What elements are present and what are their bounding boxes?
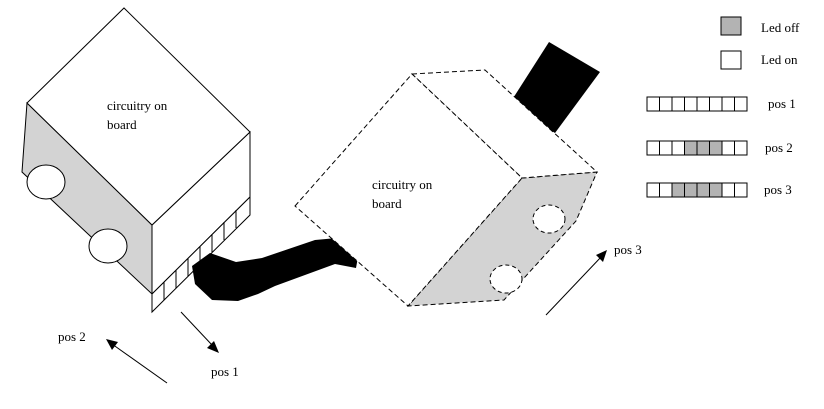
led-row-label: pos 1 (768, 96, 796, 111)
track-line-upper (510, 42, 600, 133)
led-cell-on (734, 182, 748, 198)
legend-led-on-swatch (720, 50, 742, 70)
led-cell-off (684, 140, 698, 156)
arrow-pos3-label: pos 3 (614, 242, 642, 257)
wheel-icon (26, 164, 66, 200)
led-cell-on (659, 182, 673, 198)
led-cell-off (696, 140, 710, 156)
wheel-icon (88, 228, 128, 264)
arrow-pos2: pos 2 (58, 329, 168, 384)
led-cell-off (671, 182, 685, 198)
wheel-icon (489, 264, 523, 294)
led-cell-on (734, 96, 748, 112)
robot-right-label-line1: circuitry on (372, 177, 433, 192)
arrow-pos1: pos 1 (180, 311, 239, 379)
robot-left-label-line2: board (107, 117, 137, 132)
led-cell-on (671, 96, 685, 112)
robot-left-led-dividers (163, 210, 237, 300)
led-cell-on (659, 96, 673, 112)
led-row-1: pos 1 (646, 96, 796, 112)
arrow-pos2-label: pos 2 (58, 329, 86, 344)
led-cell-off (684, 182, 698, 198)
led-cell-on (646, 182, 660, 198)
robot-right-back-face (410, 69, 599, 179)
robot-right-top-face (294, 73, 523, 307)
legend-led-off-label: Led off (761, 20, 800, 35)
led-cell-on (721, 182, 735, 198)
led-row-label: pos 2 (765, 140, 793, 155)
arrow-pos3: pos 3 (545, 242, 642, 316)
led-cell-on (709, 96, 723, 112)
robot-left-label-line1: circuitry on (107, 98, 168, 113)
led-cell-on (734, 140, 748, 156)
led-cell-on (646, 140, 660, 156)
led-cell-on (659, 140, 673, 156)
legend: Led off Led on (720, 16, 800, 70)
robot-right: circuitry on board (294, 69, 599, 307)
led-cell-off (709, 182, 723, 198)
led-cell-off (709, 140, 723, 156)
arrow-head-icon (106, 339, 118, 350)
led-row-label: pos 3 (764, 182, 792, 197)
led-cell-on (671, 140, 685, 156)
led-cell-on (646, 96, 660, 112)
led-cell-on (721, 96, 735, 112)
robot-left-top-face (26, 7, 251, 226)
robot-left: circuitry on board (21, 7, 251, 314)
led-cell-on (684, 96, 698, 112)
led-cell-on (696, 96, 710, 112)
robot-right-label-line2: board (372, 196, 402, 211)
arrow-head-icon (596, 250, 607, 262)
track-line (192, 238, 360, 301)
led-rows: pos 1 pos 2 pos 3 (646, 96, 796, 198)
led-row-3: pos 3 (646, 182, 792, 198)
led-row-2: pos 2 (646, 140, 793, 156)
legend-led-off-swatch (720, 16, 742, 36)
led-cell-on (721, 140, 735, 156)
legend-led-on-label: Led on (761, 52, 798, 67)
wheel-icon (532, 204, 566, 234)
arrow-head-icon (207, 341, 219, 353)
led-cell-off (696, 182, 710, 198)
arrow-pos1-label: pos 1 (211, 364, 239, 379)
